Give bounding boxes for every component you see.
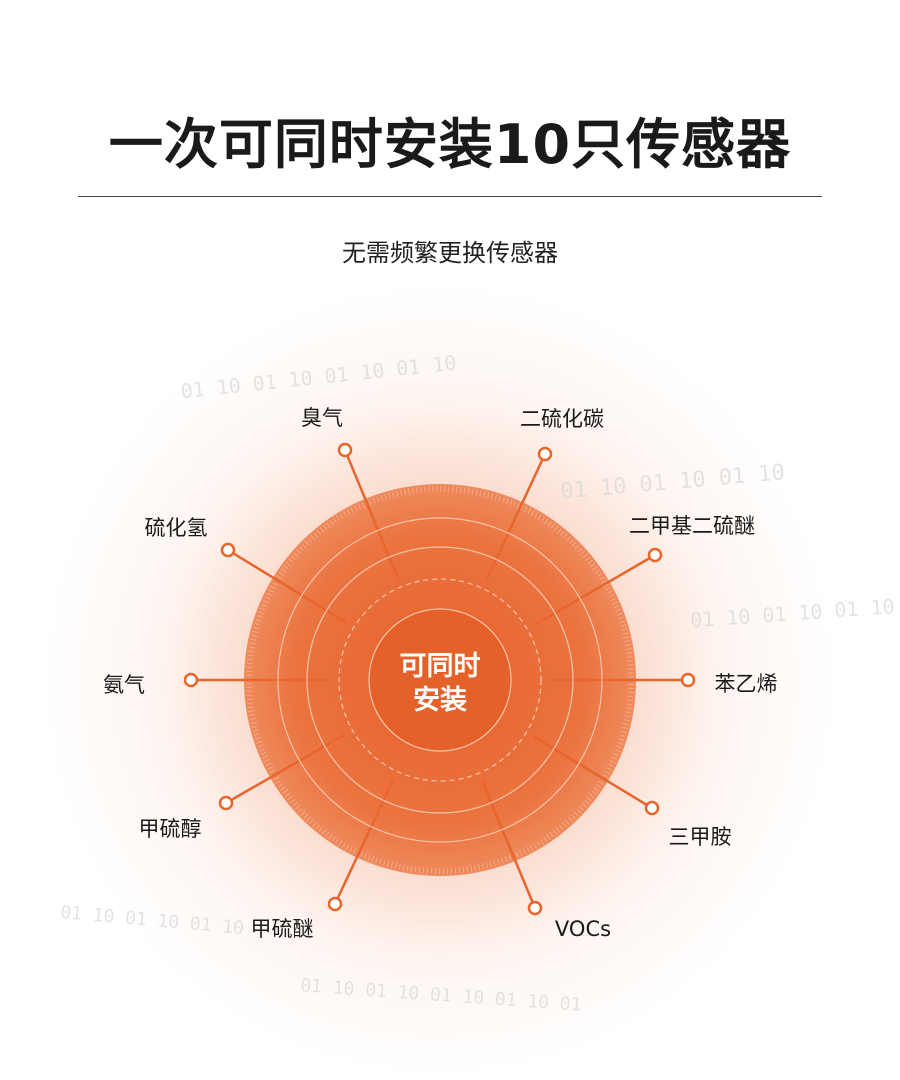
ring-outer (277, 517, 603, 843)
center-label-line1: 可同时 (399, 651, 481, 682)
connector-line (485, 458, 544, 581)
sensor-label: 硫化氢 (144, 516, 208, 540)
sensor-node (183, 672, 199, 688)
sensor-node (644, 800, 660, 816)
sensor-label: 二硫化碳 (520, 407, 604, 431)
connector-line (232, 552, 347, 624)
connector-line (533, 735, 648, 806)
ring-dashed (338, 578, 542, 782)
sensor-label: VOCs (554, 917, 612, 941)
sensor-node (218, 795, 234, 811)
connector-line (336, 779, 395, 900)
sensor-diagram (183, 442, 696, 916)
sensor-node (220, 542, 236, 558)
title-divider (78, 196, 822, 197)
sensor-node (337, 442, 353, 458)
center-label-line2: 安装 (413, 685, 467, 716)
sensor-node (680, 672, 696, 688)
ring-inner (368, 608, 512, 752)
connector-line (230, 733, 346, 802)
sensor-label: 臭气 (301, 406, 343, 430)
sensor-label: 三甲胺 (668, 825, 732, 849)
connector-line (481, 781, 534, 903)
sensor-node (537, 446, 553, 462)
sensor-node (647, 547, 663, 563)
sensor-label: 二甲基二硫醚 (629, 514, 755, 538)
sensor-label: 氨气 (103, 673, 145, 697)
page-subtitle: 无需频繁更换传感器 (342, 239, 558, 267)
connector-line (534, 556, 651, 626)
center-label: 可同时 安装 (340, 650, 540, 718)
sensor-node (527, 900, 543, 916)
sensor-label: 甲硫醚 (250, 917, 314, 941)
sensor-label: 甲硫醇 (138, 817, 202, 841)
ring-middle (306, 546, 574, 814)
page-title: 一次可同时安装10只传感器 (108, 113, 792, 176)
sensor-label: 苯乙烯 (714, 672, 778, 696)
connector-line (346, 455, 400, 579)
sensor-node (327, 896, 343, 912)
